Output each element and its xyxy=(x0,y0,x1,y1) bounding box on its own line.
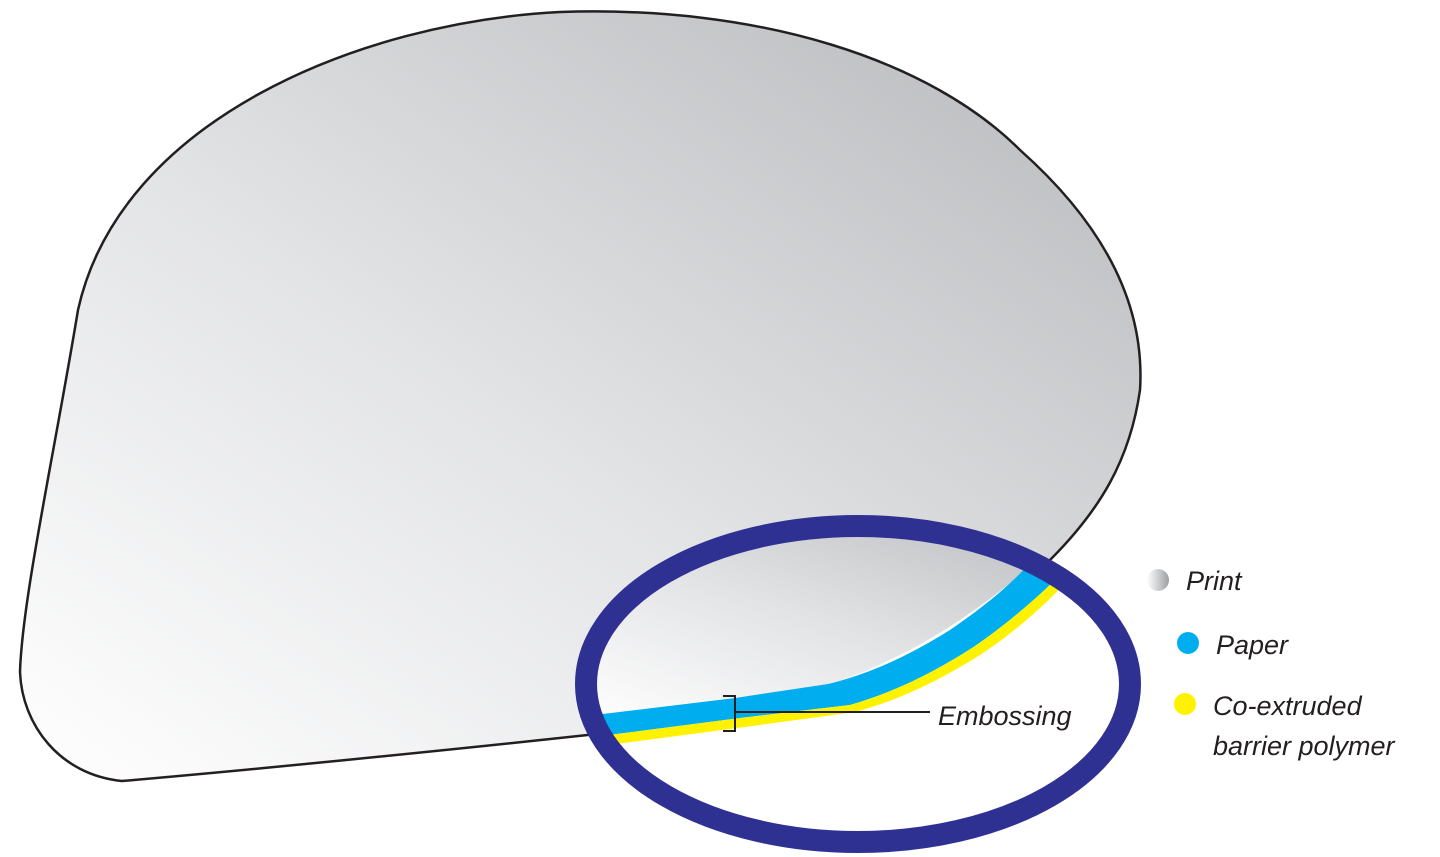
legend-item-print: Print xyxy=(1147,566,1243,596)
legend-label-barrier-line2: barrier polymer xyxy=(1213,731,1396,761)
embossing-label: Embossing xyxy=(938,701,1072,731)
legend-label-barrier-line1: Co-extruded xyxy=(1213,691,1363,721)
legend-label-print: Print xyxy=(1186,566,1243,596)
legend-item-barrier: Co-extruded barrier polymer xyxy=(1174,691,1396,761)
legend-item-paper: Paper xyxy=(1177,630,1289,660)
legend: Print Paper Co-extruded barrier polymer xyxy=(1147,566,1396,761)
print-swatch xyxy=(1147,569,1169,591)
legend-label-paper: Paper xyxy=(1216,630,1289,660)
barrier-swatch xyxy=(1174,693,1196,715)
paper-swatch xyxy=(1177,632,1199,654)
